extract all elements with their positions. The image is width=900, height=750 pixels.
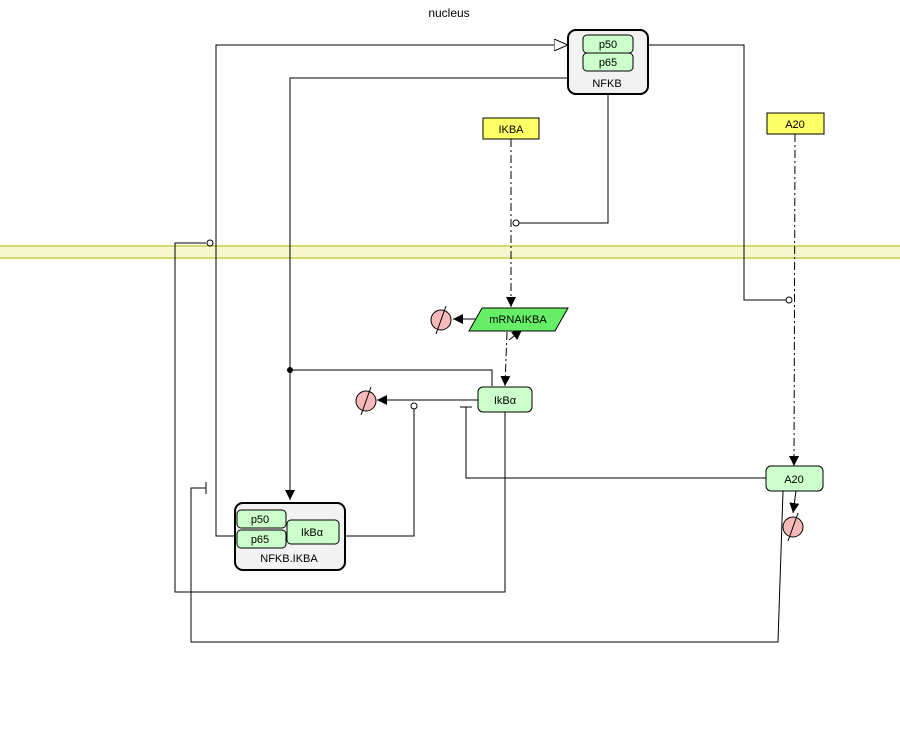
- a20-degradation-edge[interactable]: [789, 490, 800, 514]
- nfkb-ikba-modulation-edge[interactable]: [519, 95, 609, 224]
- ikba-gene-label: IKBA: [498, 124, 524, 136]
- a20-inhibition-edge[interactable]: [465, 407, 766, 479]
- complex-modulation-edge[interactable]: [345, 409, 415, 537]
- import-edge[interactable]: [215, 45, 568, 537]
- mrna-ikba-label: mRNAIKBA: [489, 314, 547, 326]
- p65-subunit[interactable]: [236, 529, 287, 549]
- ikba-gene-node[interactable]: IKBA: [482, 117, 540, 140]
- p65-label: p65: [599, 57, 617, 69]
- ikba-protein-label: IkBα: [494, 395, 517, 407]
- a20-transcription-edge[interactable]: [789, 133, 800, 467]
- nuclear-membrane: [0, 245, 900, 259]
- nfkb-ikba-complex-node[interactable]: p50 p65 IkBα NFKB.IKBA: [234, 502, 346, 571]
- p50-label: p50: [599, 39, 617, 51]
- a20-gene-node[interactable]: A20: [766, 112, 825, 135]
- ikb-subunit[interactable]: [286, 519, 340, 545]
- p65-subunit[interactable]: [582, 52, 634, 72]
- p65-label: p65: [251, 534, 269, 546]
- a20-gene-label: A20: [785, 119, 805, 131]
- a20-protein-label: A20: [784, 474, 804, 486]
- a20-inhibition-loop-edge[interactable]: [190, 487, 784, 643]
- nfkb-complex-node[interactable]: p50 p65 NFKB: [567, 29, 649, 95]
- degradation-icon[interactable]: [355, 386, 377, 416]
- nfkb-ikba-label: NFKB.IKBA: [260, 553, 318, 565]
- modulation-circle: [206, 239, 214, 247]
- degradation-icon[interactable]: [782, 512, 804, 542]
- a20-protein-node[interactable]: A20: [765, 465, 824, 492]
- ikb-label: IkBα: [301, 527, 324, 539]
- ikba-binding-edge[interactable]: [290, 369, 493, 386]
- nfkb-a20-modulation-edge[interactable]: [648, 44, 786, 301]
- mrna-ikba-node[interactable]: mRNAIKBA: [468, 307, 569, 332]
- nfkb-to-complex-edge[interactable]: [285, 77, 568, 500]
- ikba-translation-edge[interactable]: [500, 331, 511, 387]
- ikba-protein-node[interactable]: IkBα: [477, 386, 533, 413]
- junction-dot: [287, 367, 293, 373]
- degradation-icon[interactable]: [430, 305, 452, 335]
- ikba-import-loop-edge[interactable]: [174, 242, 506, 593]
- modulation-circle: [785, 296, 793, 304]
- modulation-circle: [410, 402, 418, 410]
- modulation-circle: [512, 219, 520, 227]
- p50-subunit[interactable]: [236, 509, 287, 529]
- p50-label: p50: [251, 514, 269, 526]
- compartment-label: nucleus: [428, 6, 469, 20]
- nfkb-label: NFKB: [592, 78, 621, 90]
